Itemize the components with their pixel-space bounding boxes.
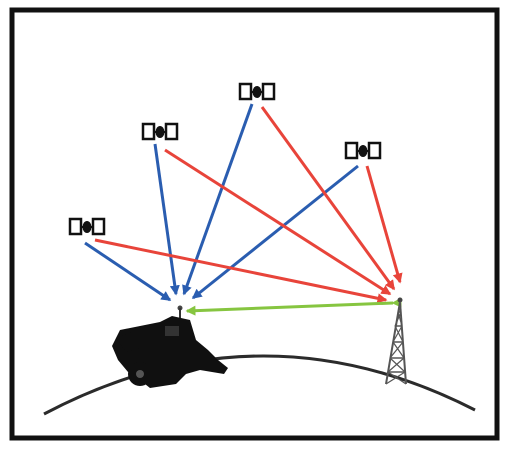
satellite-icon [238, 82, 276, 101]
base-signal-line [94, 238, 388, 304]
rover-signals [84, 103, 359, 302]
rover-signal-line [182, 103, 254, 296]
base-signal-line [365, 165, 403, 284]
tractor-icon [112, 316, 228, 388]
base-signals [94, 106, 403, 304]
rover-signal-line [191, 164, 359, 300]
satellite-icon [344, 141, 382, 160]
satellite-icon [141, 122, 179, 141]
rover-signal-line [84, 241, 172, 302]
radio-tower-icon [385, 297, 407, 385]
correction-link [185, 297, 402, 316]
rover-signal-line [153, 143, 180, 296]
base-signal-line [164, 148, 392, 296]
satellite-icon [68, 217, 106, 236]
earth-horizon [43, 354, 476, 416]
base-signal-line [260, 106, 396, 291]
